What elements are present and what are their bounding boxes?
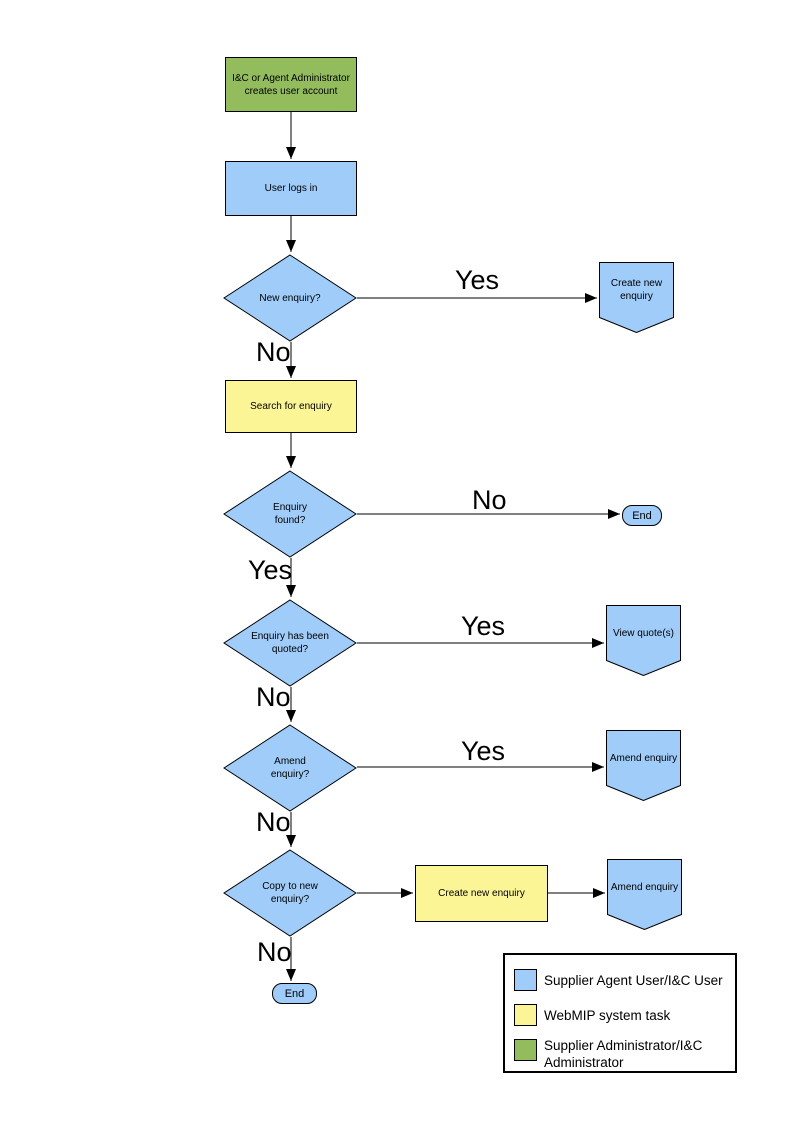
diamond-shape bbox=[223, 254, 357, 342]
amend-enquiry-shape-2: Amend enquiry bbox=[607, 859, 682, 930]
search-for-enquiry-label: Search for enquiry bbox=[250, 401, 332, 412]
diamond-shape bbox=[223, 849, 357, 937]
diamond-shape bbox=[223, 599, 357, 687]
admin-creates-account-box: I&C or Agent Administrator creates user … bbox=[225, 57, 357, 112]
legend-label-user: Supplier Agent User/I&C User bbox=[544, 973, 723, 988]
legend-swatch-system bbox=[514, 1004, 537, 1026]
pentagon-shape bbox=[607, 859, 682, 930]
legend-label-system: WebMIP system task bbox=[544, 1008, 671, 1023]
legend-label-admin: Supplier Administrator/I&C Administrator bbox=[544, 1038, 703, 1070]
edge-label-no-quoted: No bbox=[256, 682, 291, 712]
user-logs-in-box: User logs in bbox=[225, 161, 357, 216]
edge-label-no-new-enquiry: No bbox=[256, 337, 291, 367]
edge-label-yes-new-enquiry: Yes bbox=[455, 265, 500, 295]
create-new-enquiry-shape: Create new enquiry bbox=[599, 262, 674, 333]
legend: Supplier Agent User/I&C User WebMIP syst… bbox=[503, 953, 737, 1073]
diamond-shape bbox=[223, 470, 357, 558]
create-new-enquiry-task-label: Create new enquiry bbox=[438, 888, 525, 899]
edge-label-yes-amend: Yes bbox=[461, 736, 506, 766]
user-logs-in-label: User logs in bbox=[264, 183, 318, 194]
end-terminator-bottom: End bbox=[272, 983, 317, 1004]
edge-label-yes-quoted: Yes bbox=[461, 611, 506, 641]
end-terminator-right: End bbox=[622, 505, 662, 526]
pentagon-shape bbox=[606, 730, 681, 801]
edge-label-no-copy: No bbox=[257, 937, 292, 967]
search-for-enquiry-box: Search for enquiry bbox=[225, 380, 357, 433]
view-quotes-shape: View quote(s) bbox=[606, 605, 681, 676]
copy-to-new-decision: Copy to new enquiry? bbox=[223, 849, 357, 937]
pentagon-shape bbox=[599, 262, 674, 333]
end-right-label: End bbox=[632, 509, 652, 522]
legend-swatch-user bbox=[514, 969, 537, 991]
admin-creates-account-label: I&C or Agent Administrator creates user … bbox=[232, 72, 350, 97]
amend-enquiry-decision: Amend enquiry? bbox=[223, 724, 357, 812]
pentagon-shape bbox=[606, 605, 681, 676]
create-new-enquiry-task-box: Create new enquiry bbox=[415, 865, 548, 922]
diamond-shape bbox=[223, 724, 357, 812]
amend-enquiry-shape: Amend enquiry bbox=[606, 730, 681, 801]
edge-label-no-amend: No bbox=[256, 807, 291, 837]
enquiry-found-decision: Enquiry found? bbox=[223, 470, 357, 558]
edge-label-no-enquiry-found: No bbox=[472, 485, 507, 515]
end-bottom-label: End bbox=[284, 987, 305, 1000]
enquiry-quoted-decision: Enquiry has been quoted? bbox=[223, 599, 357, 687]
legend-swatch-admin bbox=[514, 1039, 537, 1061]
edge-label-yes-enquiry-found: Yes bbox=[248, 555, 293, 585]
new-enquiry-decision: New enquiry? bbox=[223, 254, 357, 342]
